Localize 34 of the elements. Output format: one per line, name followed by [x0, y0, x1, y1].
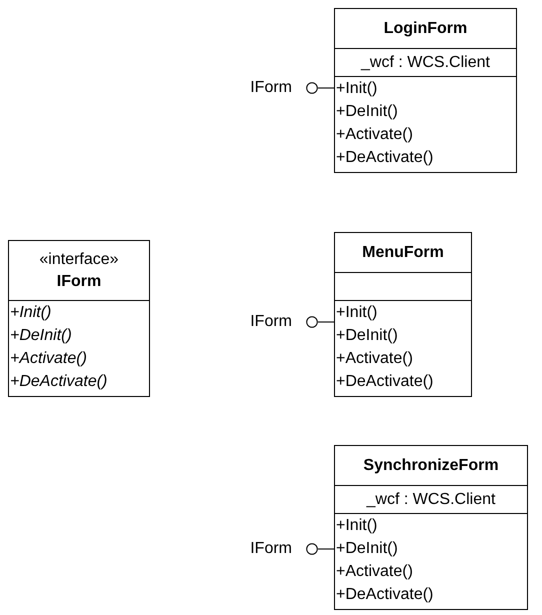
- method: +DeActivate(): [335, 372, 434, 392]
- class-box: [334, 8, 517, 173]
- method: +Init(): [335, 79, 378, 99]
- method: +Init(): [9, 303, 52, 323]
- method: +Activate(): [335, 349, 413, 369]
- method: +Init(): [335, 516, 378, 536]
- interface-label: IForm: [250, 78, 292, 98]
- connector-line: [318, 548, 334, 550]
- method: +DeActivate(): [9, 372, 108, 392]
- class-name: SynchronizeForm: [363, 456, 499, 476]
- method: +DeInit(): [335, 539, 398, 559]
- attribute: _wcf : WCS.Client: [361, 52, 490, 72]
- class-box: [334, 232, 472, 397]
- method: +Init(): [335, 303, 378, 323]
- method: +Activate(): [335, 562, 413, 582]
- interface-label: IForm: [250, 312, 292, 332]
- method: +DeInit(): [335, 326, 398, 346]
- method: +DeInit(): [9, 326, 72, 346]
- attribute: _wcf : WCS.Client: [366, 490, 496, 510]
- class-name: LoginForm: [384, 18, 468, 38]
- class-name: MenuForm: [362, 242, 444, 262]
- class-box: [334, 445, 528, 610]
- method: +DeActivate(): [335, 585, 434, 605]
- method: +Activate(): [335, 125, 413, 145]
- interface-label: IForm: [250, 539, 292, 559]
- class-box: [8, 240, 150, 397]
- interface-lollipop: [306, 543, 318, 555]
- interface-lollipop: [306, 316, 318, 328]
- method: +DeInit(): [335, 102, 398, 122]
- interface-lollipop: [306, 82, 318, 94]
- stereotype: «interface»: [39, 250, 119, 270]
- method: +Activate(): [9, 349, 87, 369]
- method: +DeActivate(): [335, 148, 434, 168]
- class-name: IForm: [56, 272, 102, 292]
